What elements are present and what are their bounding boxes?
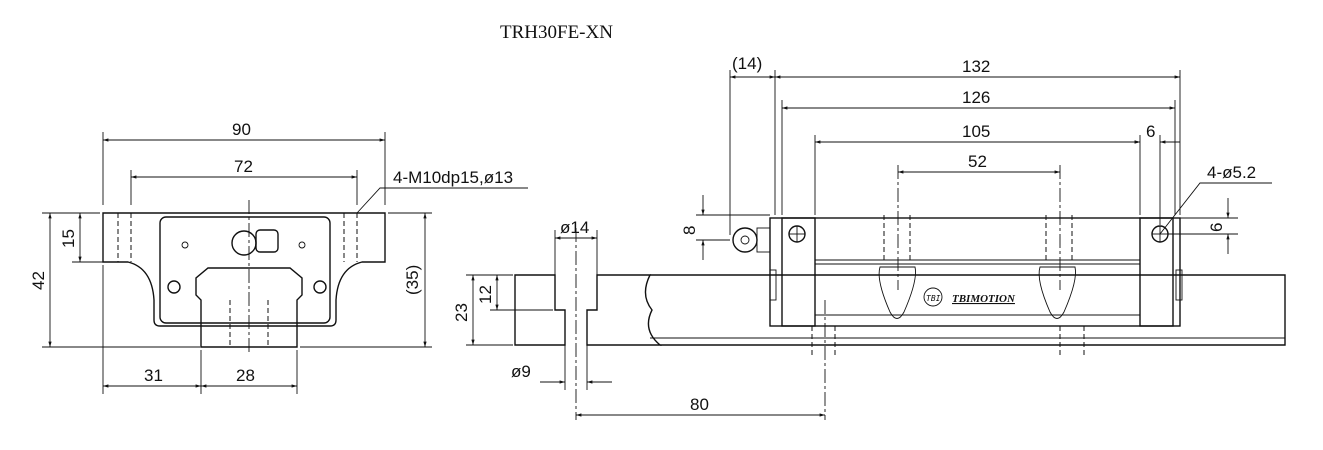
dim-cb-depth: 12 — [476, 285, 495, 304]
dim-end-offset: 6 — [1146, 122, 1155, 141]
dim-hole-height: 6 — [1207, 223, 1226, 232]
dim-hole: ø9 — [511, 362, 531, 381]
brand-logo: TBIMOTION — [952, 293, 1016, 305]
dim-overall-length: 132 — [962, 57, 990, 76]
logo-mark: TBI — [926, 294, 941, 303]
dim-flange: 15 — [59, 229, 78, 248]
front-view: 90 72 42 15 (35) 31 28 4-M10dp15,ø13 — [29, 120, 528, 394]
side-view: TBI TBIMOTION (14) 132 126 105 6 52 8 6 … — [650, 54, 1286, 420]
dim-height: 42 — [29, 271, 48, 290]
dim-nipple-height: 8 — [680, 226, 699, 235]
dim-rail-width: 28 — [236, 366, 255, 385]
holes-callout: 4-ø5.2 — [1207, 163, 1256, 182]
rail-section: ø14 ø9 23 12 80 — [452, 218, 825, 420]
dim-hole-pitch: 72 — [234, 157, 253, 176]
dim-hole-pitch-side: 52 — [968, 152, 987, 171]
dim-nipple: (14) — [732, 54, 762, 73]
dim-counterbore: ø14 — [560, 218, 589, 237]
dim-pitch: 80 — [690, 395, 709, 414]
dim-inner-height: (35) — [403, 265, 422, 295]
thread-callout: 4-M10dp15,ø13 — [393, 168, 513, 187]
dim-rail-height: 23 — [452, 303, 471, 322]
dim-body-length: 126 — [962, 88, 990, 107]
dim-offset: 31 — [144, 366, 163, 385]
dim-width: 90 — [232, 120, 251, 139]
drawing-title: TRH30FE-XN — [500, 22, 613, 43]
dim-steel-length: 105 — [962, 122, 990, 141]
